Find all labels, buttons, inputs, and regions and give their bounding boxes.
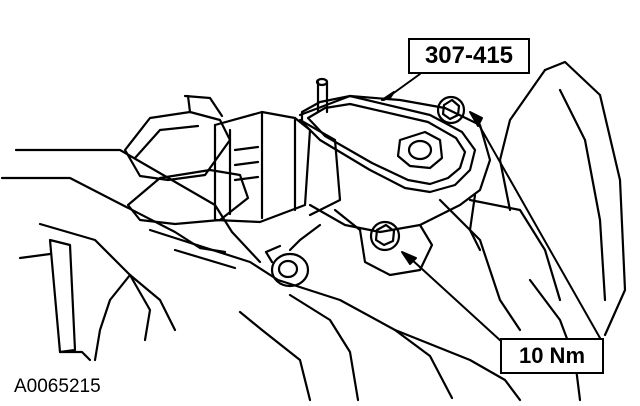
upper-mounting-bolt [436,95,466,125]
electrical-connector [123,94,342,226]
alignment-tool-307-415 [300,77,477,194]
torque-leader-lower [409,257,503,343]
range-sensor [288,94,492,277]
tool-number-callout: 307-415 [408,38,530,74]
figure-id: A0065215 [14,376,101,397]
manual-lever-stud [264,244,310,288]
torque-leader-lower-arrow [401,251,417,265]
torque-callout: 10 Nm [500,338,604,374]
torque-leader-upper [474,117,601,339]
tool-leader-arrow [381,91,395,101]
callout-leaders [381,73,601,343]
torque-leader-upper-arrow [469,111,483,127]
lower-mounting-bolt [369,220,401,252]
